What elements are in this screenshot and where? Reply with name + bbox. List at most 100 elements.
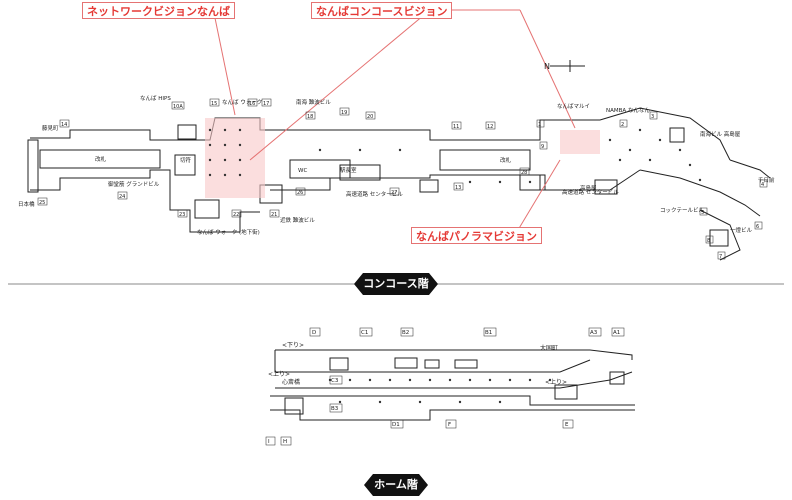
svg-text:B1: B1 [485, 330, 492, 336]
svg-text:3: 3 [651, 114, 654, 120]
label-namba-walk-top: なんば ウォーク [222, 98, 262, 106]
svg-text:12: 12 [487, 124, 493, 130]
exit-marker: 23 [177, 209, 188, 218]
svg-text:D1: D1 [392, 422, 400, 428]
label-namba-walk-b: なんば ウォーク (地下街) [197, 228, 260, 236]
svg-text:5: 5 [701, 210, 704, 216]
callout-concourse-vision: なんばコンコースビジョン [311, 2, 453, 19]
label-wc: WC [298, 168, 307, 174]
compass-label: N [544, 62, 550, 71]
svg-text:13: 13 [455, 185, 461, 191]
home-exit-marker: H [280, 436, 292, 446]
svg-text:C1: C1 [361, 330, 368, 336]
svg-text:16: 16 [249, 101, 255, 107]
label-kaisatsu-a: 改札 [95, 155, 107, 163]
exit-marker: 17 [261, 98, 272, 107]
home-floor-outline [270, 349, 635, 421]
callout-panorama-vision: なんばパノラマビジョン [411, 227, 542, 244]
svg-text:F: F [448, 422, 451, 428]
compass: N [544, 60, 585, 72]
svg-text:14: 14 [61, 122, 67, 128]
svg-text:6: 6 [756, 224, 759, 230]
svg-text:11: 11 [453, 124, 459, 130]
svg-text:H: H [283, 439, 287, 445]
label-ichiban: 一燈ビル [730, 226, 753, 234]
svg-text:17: 17 [263, 101, 269, 107]
home-exit-marker: B3 [329, 403, 343, 413]
svg-text:22: 22 [233, 212, 239, 218]
exit-marker: 3 [649, 111, 658, 120]
exit-marker: 2 [619, 119, 628, 128]
exit-marker: 6 [754, 221, 763, 230]
label-up-right: <上り> [545, 378, 567, 386]
svg-text:D: D [312, 330, 316, 336]
svg-text:18: 18 [307, 114, 313, 120]
svg-text:2: 2 [621, 122, 624, 128]
svg-text:9: 9 [541, 144, 544, 150]
label-takashimaya: 高島屋 [580, 184, 597, 192]
exit-marker: 12 [485, 121, 496, 130]
callout-network-vision: ネットワークビジョンなんば [82, 2, 235, 19]
home-exit-marker: C1 [359, 327, 373, 337]
home-exit-marker: B1 [483, 327, 497, 337]
column-dots-home [328, 378, 552, 404]
label-marui: なんばマルイ [557, 102, 590, 110]
exit-marker: 13 [453, 182, 464, 191]
svg-text:A1: A1 [613, 330, 620, 336]
svg-text:19: 19 [341, 110, 347, 116]
exit-marker: 14 [59, 119, 70, 128]
svg-text:20: 20 [367, 114, 373, 120]
svg-text:B3: B3 [331, 406, 339, 412]
exit-marker: 4 [759, 179, 768, 188]
floor-badge-concourse: コンコース階 [354, 273, 438, 295]
svg-text:25: 25 [39, 200, 45, 206]
exit-marker: 10A [171, 101, 185, 110]
svg-text:10A: 10A [173, 104, 183, 110]
svg-text:4: 4 [761, 182, 764, 188]
svg-text:23: 23 [179, 212, 185, 218]
floor-badge-home: ホーム階 [364, 474, 428, 496]
exit-marker: 19 [339, 107, 350, 116]
exit-marker: 26 [295, 187, 306, 196]
exit-marker: 24 [117, 191, 128, 200]
exit-marker: 7 [717, 251, 726, 260]
exit-marker: 20 [365, 111, 376, 120]
svg-text:28: 28 [521, 170, 527, 176]
label-kotsu-center: 高速道路 センタービル [346, 190, 403, 198]
label-station-office: 駅長室 [340, 166, 357, 174]
exit-marker: 15 [209, 98, 220, 107]
exit-marker: 28 [519, 167, 530, 176]
svg-text:A3: A3 [590, 330, 598, 336]
home-exit-marker: D [309, 327, 321, 337]
home-exit-marker: C3 [329, 375, 343, 385]
svg-text:21: 21 [271, 212, 277, 218]
label-namba-nankai: NAMBA なんなん [606, 107, 650, 114]
label-grand-building: 御堂筋 グランドビル [108, 180, 160, 188]
label-shinsaibashi: 心斎橋 [282, 378, 300, 386]
label-minami-building: 南海 難波ビル [296, 98, 331, 106]
exit-marker: 8 [705, 235, 714, 244]
concourse-floor-outline [27, 107, 771, 261]
label-kotsu-center2: 高速道路 センタービル [562, 188, 619, 196]
label-namba-hips: なんば HIPS [140, 94, 171, 102]
exit-marker: 25 [37, 197, 48, 206]
svg-text:E: E [565, 422, 569, 428]
label-daikokucho: 大国町 [540, 344, 558, 352]
home-exit-marker: F [445, 419, 457, 429]
exit-marker: 9 [539, 141, 548, 150]
column-dots-concourse [208, 128, 702, 184]
svg-text:24: 24 [119, 194, 125, 200]
svg-text:B2: B2 [402, 330, 409, 336]
label-kaisatsu-b: 改札 [500, 156, 512, 164]
svg-text:C3: C3 [331, 378, 339, 384]
label-ticket: 切符 [180, 156, 192, 164]
home-exit-marker: E [562, 419, 574, 429]
svg-text:1: 1 [538, 122, 541, 128]
exit-marker: 21 [269, 209, 280, 218]
label-kintetsu: 近鉄 難波ビル [280, 216, 315, 224]
home-exit-marker: A1 [611, 327, 625, 337]
label-nihonbashi: 日本橋 [18, 200, 35, 208]
label-nankai-north: 南海ビル 高島屋 [700, 130, 741, 138]
exit-marker: 1 [536, 119, 545, 128]
exit-marker: 18 [305, 111, 316, 120]
